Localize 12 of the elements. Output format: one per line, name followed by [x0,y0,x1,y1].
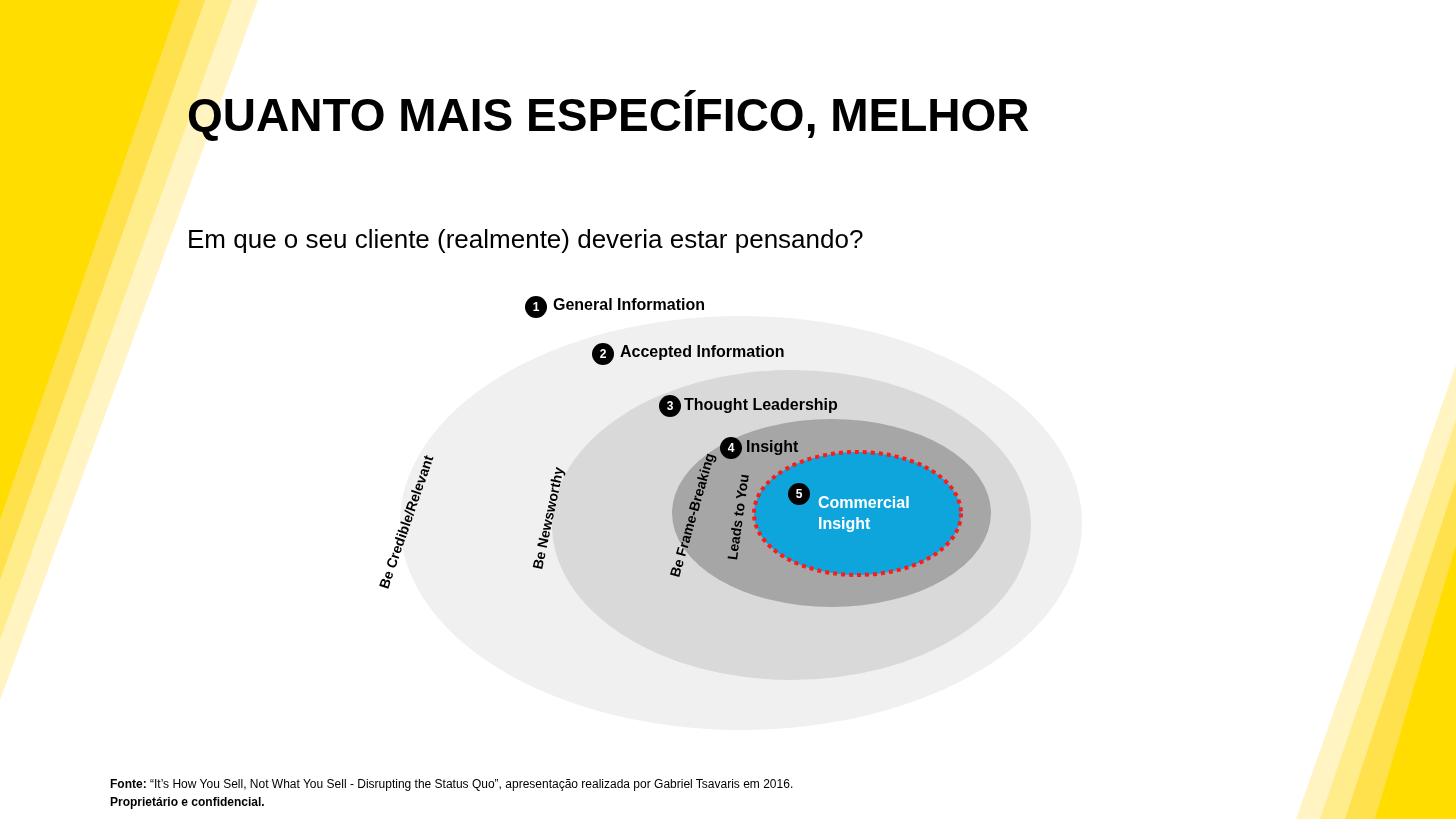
level-heading: Insight [746,438,799,456]
source-note: Fonte: “It’s How You Sell, Not What You Sell - Disrupting the Status Quo”, apresentação realizada por Gabriel Tsavaris em 2016. [110,777,794,791]
number-badge: 1 [525,296,547,318]
ellipse-region [670,417,993,609]
level-heading: Thought Leadership [684,396,838,414]
subtitle: Em que o seu cliente (realmente) deveria estar pensando? [187,224,864,255]
level-heading: Commercial Insight [818,493,911,534]
level-heading: General Information [553,296,706,314]
confidentiality-note: Proprietário e confidencial. [110,795,265,809]
side-label: Leads to You [724,473,752,561]
slide-title: QUANTO MAIS ESPECÍFICO, MELHOR [187,88,1030,142]
level-heading: Accepted Information [620,343,785,361]
